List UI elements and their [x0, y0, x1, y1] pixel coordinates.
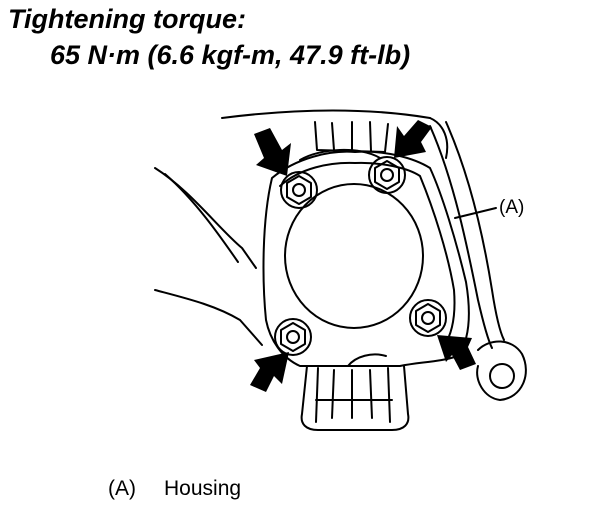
housing-inner-contour	[279, 161, 456, 347]
arrow-lower-right-icon	[437, 335, 476, 370]
bolt-lower-right	[409, 299, 447, 337]
ear-mounting-hole	[489, 363, 515, 389]
callout-label: (A)	[499, 197, 525, 218]
legend-label: Housing	[164, 477, 242, 500]
legend-key: (A)	[108, 477, 136, 500]
arrow-upper-right-icon	[394, 120, 432, 158]
lower-stem	[300, 353, 410, 431]
bolt-upper-left	[280, 171, 318, 209]
torque-heading: Tightening torque:	[8, 4, 246, 34]
housing-ear	[429, 121, 527, 401]
suspension-arm	[154, 167, 263, 346]
callout-leader	[454, 207, 497, 219]
arrow-lower-left-icon	[250, 352, 289, 392]
housing-outline	[262, 150, 470, 367]
torque-value: 65 N·m (6.6 kgf-m, 47.9 ft-lb)	[50, 40, 411, 70]
bearing-bore	[284, 183, 424, 329]
bolt-lower-left	[274, 318, 312, 356]
arrow-upper-left-icon	[254, 128, 291, 176]
bolt-upper-right	[368, 156, 406, 194]
legend: (A) Housing	[108, 475, 241, 503]
